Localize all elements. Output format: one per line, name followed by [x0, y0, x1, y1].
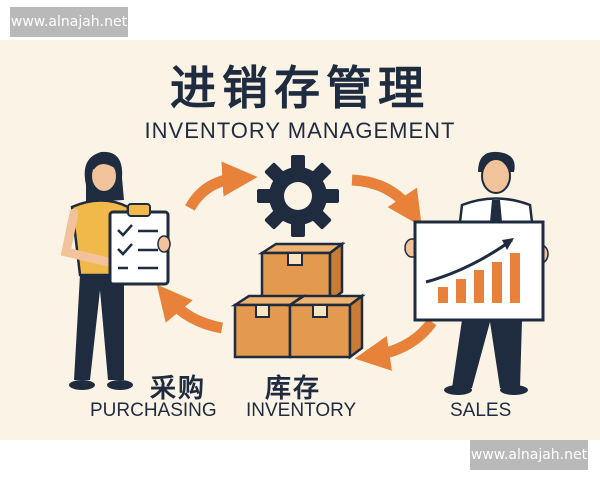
cycle-arrow-icon [185, 161, 258, 211]
title-chinese: 进销存管理 [170, 61, 430, 115]
title-english: INVENTORY MANAGEMENT [144, 118, 456, 143]
box-icon [230, 241, 366, 360]
cycle-arrow-icon [351, 174, 422, 227]
purchasing-label-cn: 采购 [150, 374, 207, 404]
cycle-arrow-icon [354, 318, 437, 371]
inventory-label-en: INVENTORY [246, 400, 357, 421]
growth-chart-icon [413, 220, 545, 322]
gear-icon [257, 155, 339, 237]
sales-label-en: SALES [450, 400, 512, 421]
watermark-bottom: www.alnajah.net [470, 440, 588, 470]
watermark-top: www.alnajah.net [10, 7, 128, 37]
cycle-arrow-icon [156, 284, 224, 334]
clipboard-icon [108, 203, 171, 286]
inventory-label-cn: 库存 [265, 374, 322, 404]
purchasing-label-en: PURCHASING [90, 400, 217, 421]
